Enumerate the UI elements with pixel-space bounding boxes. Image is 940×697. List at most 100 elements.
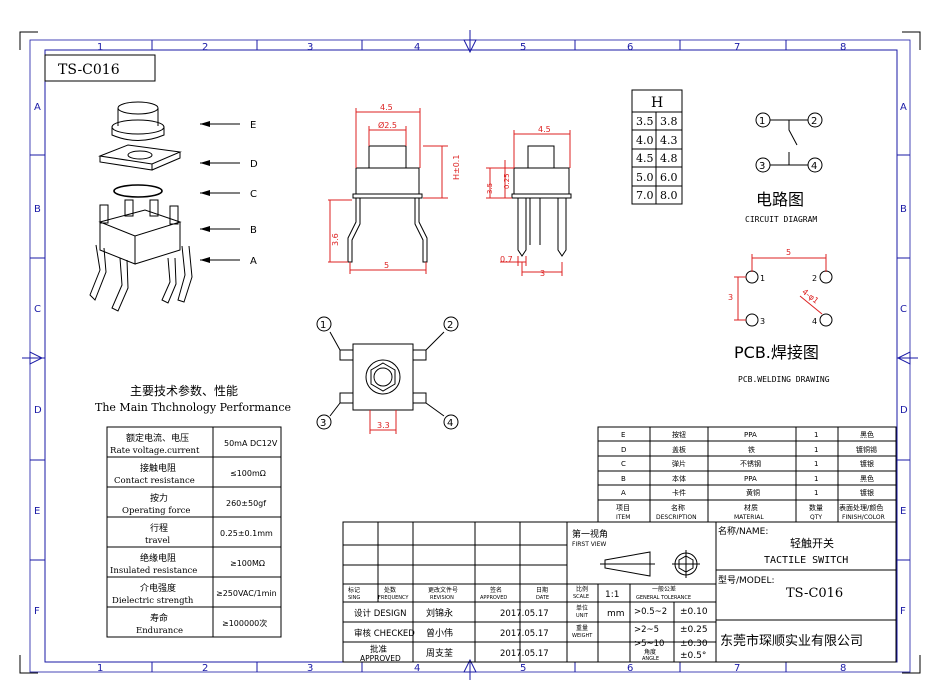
row-label: C xyxy=(34,304,41,315)
angle-val: ±0.5° xyxy=(680,651,706,661)
design-name: 刘锦永 xyxy=(426,607,453,619)
model-label: 型号/MODEL: xyxy=(718,575,775,586)
approve-cn: 批准 xyxy=(370,644,388,655)
bom-cell: 按钮 xyxy=(672,430,686,439)
dim-leg: 3.6 xyxy=(331,233,340,246)
exploded-label: E xyxy=(250,120,256,131)
tol-val: ±0.25 xyxy=(680,625,708,635)
bom-head-cn: 名称 xyxy=(671,503,685,512)
h-cell: 4.0 xyxy=(636,134,654,147)
row-label: C xyxy=(900,304,907,315)
col-label: 6 xyxy=(627,42,633,53)
h-cell: 4.5 xyxy=(636,152,654,165)
spec-val: ≥250VAC/1min xyxy=(216,589,277,598)
spec-cn: 寿命 xyxy=(150,612,168,624)
col-label: 4 xyxy=(414,663,420,674)
bom-cell: 1 xyxy=(814,460,818,468)
bom-cell: 弹片 xyxy=(672,459,686,468)
bom-head-en: ITEM xyxy=(616,514,630,521)
col-label: 2 xyxy=(202,42,208,53)
bom-cell: 黑色 xyxy=(860,474,874,483)
pcb-dim-width: 5 xyxy=(786,248,791,257)
bom-cell: D xyxy=(621,446,626,454)
side-dim-pin: 0.7 xyxy=(500,255,513,264)
col-label: 1 xyxy=(97,663,103,674)
pcb-dim-hole: 4-φ1 xyxy=(800,287,820,305)
bom-cell: 1 xyxy=(814,431,818,439)
unit-cn: 单位 xyxy=(576,604,588,612)
top-pin-label: 3 xyxy=(320,418,326,429)
spec-cn: 介电强度 xyxy=(140,582,176,594)
dim-diameter: Ø2.5 xyxy=(378,120,397,130)
exploded-view: E D C B A xyxy=(89,101,258,312)
bom-cell: 铁 xyxy=(748,445,755,454)
pcb-drawing: 1 2 3 4 5 3 4-φ1 PCB.焊接图 PCB.WELDING DRA… xyxy=(728,248,833,384)
bom-head-cn: 表面处理/颜色 xyxy=(839,503,883,512)
h-cell: 7.0 xyxy=(636,189,654,202)
col-label: 7 xyxy=(734,663,740,674)
company-name: 东莞市琛顺实业有限公司 xyxy=(720,633,863,649)
spec-en: Dielectric strength xyxy=(112,596,194,606)
bom-cell: C xyxy=(621,460,626,468)
bom-cell: 镀银 xyxy=(860,459,874,468)
spec-title-en: The Main Thchnology Performance xyxy=(95,401,291,414)
tol-range: >5~10 xyxy=(634,639,664,649)
angle-cn: 角度 xyxy=(644,648,656,656)
tol-range: >2~5 xyxy=(634,625,659,635)
side-dim-width: 4.5 xyxy=(538,125,551,134)
h-cell: 4.8 xyxy=(660,152,678,165)
design-label: 设计 DESIGN xyxy=(354,608,406,619)
rev-head-en: REVISION xyxy=(430,595,454,601)
row-label: D xyxy=(900,405,908,416)
bom-table-text: E 按钮 PPA 1 黑色 D 盖板 铁 1 镀铜锡 C 弹片 不锈钢 1 镀银… xyxy=(616,430,885,521)
spec-cn: 按力 xyxy=(150,492,168,504)
row-label: B xyxy=(900,204,907,215)
spec-section: 主要技术参数、性能 The Main Thchnology Performanc… xyxy=(95,383,291,638)
bom-cell: 不锈钢 xyxy=(740,459,761,468)
tol-en: GENERAL TOLERANCE xyxy=(636,595,691,601)
spec-cn: 绝缘电阻 xyxy=(140,552,176,564)
top-dim: 3.3 xyxy=(377,421,390,430)
rev-head-cn: 处数 xyxy=(384,586,396,594)
scale-cn: 比例 xyxy=(576,585,588,593)
circuit-title-cn: 电路图 xyxy=(756,190,804,209)
circuit-pin: 2 xyxy=(811,116,817,127)
top-pin-label: 2 xyxy=(447,320,453,331)
h-cell: 6.0 xyxy=(660,171,678,184)
weight-en: WEIGHT xyxy=(572,633,593,639)
col-label: 7 xyxy=(734,42,740,53)
rev-head-cn: 更改文件号 xyxy=(428,586,458,594)
name-cn: 轻触开关 xyxy=(790,536,834,550)
top-pin-label: 4 xyxy=(447,418,453,429)
exploded-label: C xyxy=(250,189,257,200)
circuit-diagram: 1 2 3 4 电路图 CIRCUIT DIAGRAM xyxy=(745,112,823,224)
circuit-pin: 1 xyxy=(759,116,765,127)
h-cell: 4.3 xyxy=(660,134,678,147)
bom-cell: PPA xyxy=(744,475,757,483)
spec-en: Insulated resistance xyxy=(110,566,197,576)
spec-cn: 额定电流、电压 xyxy=(126,432,189,444)
bom-head-cn: 材质 xyxy=(744,503,758,512)
spec-table-text: 额定电流、电压 Rate voltage.current 50mA DC12V … xyxy=(110,432,278,636)
col-label: 8 xyxy=(840,42,846,53)
side-dim-cap: 0.25 xyxy=(503,173,511,189)
check-date: 2017.05.17 xyxy=(500,629,549,639)
row-label: A xyxy=(900,102,907,113)
first-view-cn: 第一视角 xyxy=(572,528,608,540)
bom-cell: E xyxy=(621,431,625,439)
row-label: F xyxy=(34,606,40,617)
col-label: 4 xyxy=(414,42,420,53)
spec-en: Endurance xyxy=(136,626,183,636)
bom-cell: 镀铜锡 xyxy=(856,445,877,454)
row-label: A xyxy=(34,102,41,113)
bom-cell: 黑色 xyxy=(860,430,874,439)
model-box: TS-C016 xyxy=(44,54,156,82)
rev-head-en: DATE xyxy=(536,595,549,601)
front-view: 4.5 Ø2.5 H±0.1 3.6 5 xyxy=(328,103,461,274)
pcb-pin: 4 xyxy=(812,317,817,326)
col-label: 1 xyxy=(97,42,103,53)
exploded-label: A xyxy=(250,256,257,267)
tol-val: ±0.30 xyxy=(680,639,708,649)
approve-date: 2017.05.17 xyxy=(500,649,549,659)
